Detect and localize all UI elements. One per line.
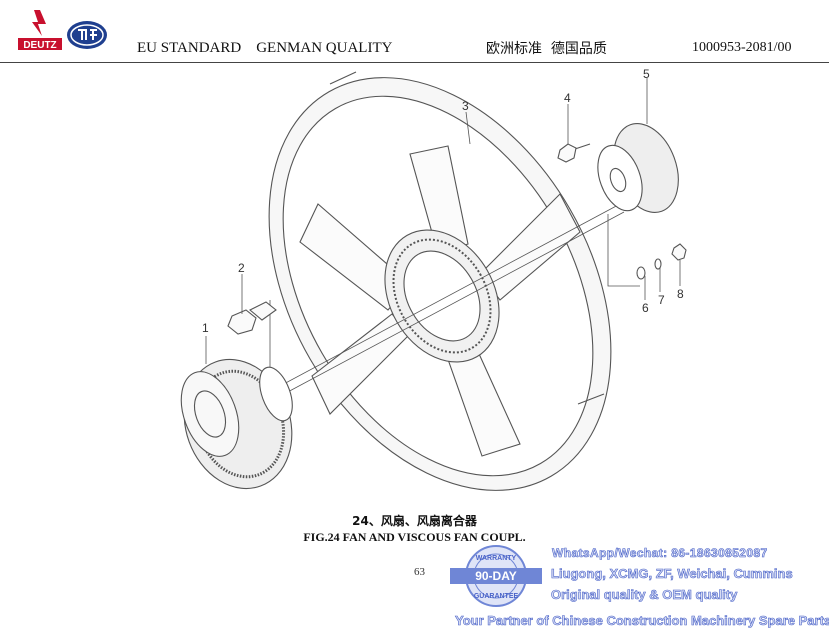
badge-bottom-text: GUARANTEE [474,593,519,600]
callout-leaders [205,78,681,364]
page-header: DEUTZ EU STANDARD GENMAN QUALITY 欧洲标准 德国… [0,0,829,64]
callout-3: 3 [462,99,469,113]
header-standard-text: EU STANDARD GENMAN QUALITY [137,40,393,56]
deutz-logo-text: DEUTZ [23,40,56,51]
deutz-logo: DEUTZ [18,10,62,51]
flange-screw [557,143,591,163]
watermark-quality: Original quality & OEM quality [551,587,738,603]
callout-5: 5 [643,67,650,81]
callout-labels: 1 2 3 4 5 6 7 8 [202,67,684,335]
figure-caption-chinese: 24、风扇、风扇离合器 [352,514,477,528]
badge-top-text: WARRANTY [476,555,517,562]
header-divider [0,62,829,63]
callout-8: 8 [677,287,684,301]
fan-hub [384,229,500,363]
watermark-contact: WhatsApp/Wechat: 86-18630852087 [552,546,768,561]
nut-8 [671,243,687,261]
hub-bolt [227,301,277,335]
badge-mid-text: 90-DAY [475,569,517,583]
faw-logo [67,21,107,49]
callout-6: 6 [642,301,649,315]
fan-assembly-diagram: 1 2 3 4 5 6 7 8 [180,67,687,491]
watermark-brands: Liugong, XCMG, ZF, Weichai, Cummins [551,566,793,582]
washer-6 [636,266,646,280]
callout-4: 4 [564,91,571,105]
washer-7 [654,258,662,270]
callout-2: 2 [238,261,245,275]
pulley-flange [597,123,679,213]
callout-7: 7 [658,293,665,307]
figure-caption-english: FIG.24 FAN AND VISCOUS FAN COUPL. [303,530,526,544]
warranty-badge: WARRANTY 90-DAY GUARANTEE [450,545,542,607]
viscous-fan-coupling [180,358,293,490]
callout-1: 1 [202,321,209,335]
document-code: 1000953-2081/00 [692,40,792,55]
header-chinese-text: 欧洲标准 德国品质 [486,41,607,57]
watermark-partner: Your Partner of Chinese Construction Mac… [455,613,829,629]
page-number: 63 [414,566,425,578]
